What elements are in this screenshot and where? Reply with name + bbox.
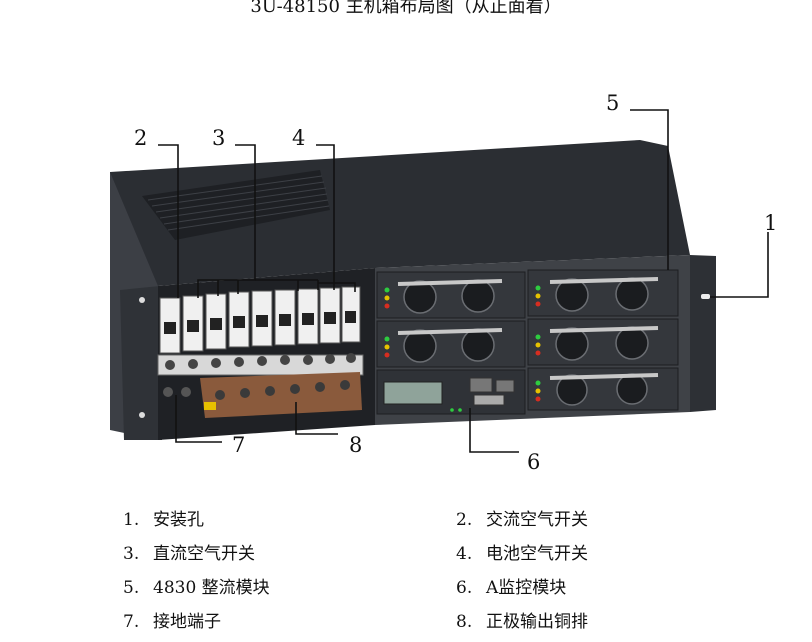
legend-text: 电池空气开关 <box>486 544 588 564</box>
callout-5: 5 <box>606 91 619 115</box>
callout-3: 3 <box>212 126 225 150</box>
legend-text: 接地端子 <box>153 612 221 632</box>
callout-6: 6 <box>527 450 540 474</box>
legend-text: 安装孔 <box>153 510 204 530</box>
legend-item-2: 2. 交流空气开关 <box>456 510 588 530</box>
legend-num: 2. <box>456 510 473 530</box>
legend-text: 交流空气开关 <box>486 510 588 530</box>
legend-item-4: 4. 电池空气开关 <box>456 544 588 564</box>
legend-num: 4. <box>456 544 473 564</box>
legend-num: 5. <box>123 578 140 598</box>
breaker-row <box>157 286 364 418</box>
monitor-module <box>376 369 526 415</box>
legend-item-6: 6. A监控模块 <box>456 578 566 598</box>
legend-item-7: 7. 接地端子 <box>123 612 221 632</box>
legend-text: 4830 整流模块 <box>153 578 270 598</box>
legend-item-8: 8. 正极输出铜排 <box>456 612 588 632</box>
callout-8: 8 <box>349 433 362 457</box>
legend-item-3: 3. 直流空气开关 <box>123 544 255 564</box>
legend-num: 7. <box>123 612 140 632</box>
callout-4: 4 <box>292 126 305 150</box>
rectifier-modules <box>376 269 679 411</box>
legend-text: A监控模块 <box>486 578 567 598</box>
legend-num: 3. <box>123 544 140 564</box>
callout-1: 1 <box>764 211 777 235</box>
legend-num: 1. <box>123 510 140 530</box>
callout-7: 7 <box>232 433 245 457</box>
legend-text: 直流空气开关 <box>153 544 255 564</box>
diagram-title: 3U-48150 主机箱布局图（从正面看） <box>250 0 562 17</box>
legend-item-5: 5. 4830 整流模块 <box>123 578 270 598</box>
legend-num: 6. <box>456 578 473 598</box>
legend-num: 8. <box>456 612 473 632</box>
callout-2: 2 <box>134 126 147 150</box>
leader-lines <box>158 109 769 453</box>
legend-text: 正极输出铜排 <box>486 612 588 632</box>
legend-item-1: 1. 安装孔 <box>123 510 204 530</box>
